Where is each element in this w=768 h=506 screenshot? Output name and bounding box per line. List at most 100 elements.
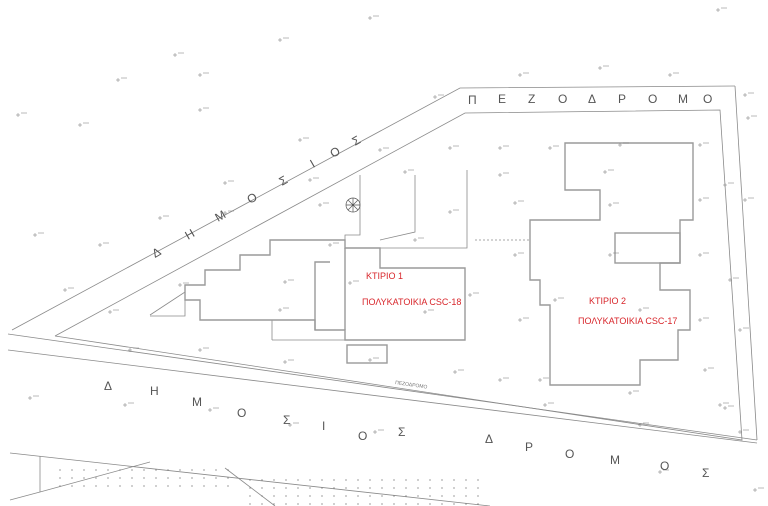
elevation-point-marker [448, 145, 459, 150]
elevation-point-marker [368, 357, 379, 362]
hatch-dot [381, 503, 383, 505]
hatch-dot [249, 503, 251, 505]
hatch-dot [357, 495, 359, 497]
hatch-dot [261, 479, 263, 481]
elevation-point-marker [453, 369, 464, 374]
elevation-point-marker [208, 407, 219, 412]
hatch-dot [429, 479, 431, 481]
elevation-point-marker [33, 232, 44, 237]
hatch-dot [215, 485, 217, 487]
hatch-dot [477, 487, 479, 489]
street-letter: Ο [245, 190, 260, 207]
hatch-dot [405, 495, 407, 497]
hatch-dot [95, 469, 97, 471]
hatch-dot [203, 485, 205, 487]
hatch-dot [381, 479, 383, 481]
elevation-point-marker [638, 422, 649, 427]
road-edge-line [7, 349, 758, 444]
street-letter: Η [150, 384, 159, 398]
elevation-point-marker [178, 282, 189, 287]
elevation-point-marker [198, 72, 209, 77]
elevation-point-marker [518, 72, 529, 77]
hatch-dot [381, 487, 383, 489]
street-letter: Ο [703, 92, 712, 106]
elevation-point-marker [753, 487, 764, 492]
street-letter: Μ [192, 395, 202, 409]
hatch-dot [273, 479, 275, 481]
street-letter: Ο [660, 459, 669, 473]
hatch-dot [59, 485, 61, 487]
elevation-point-marker [698, 317, 709, 322]
street-letter: Ε [498, 92, 506, 106]
hatch-dot [453, 503, 455, 505]
elevation-point-marker [283, 279, 294, 284]
hatch-dot [429, 495, 431, 497]
elevation-point-marker [548, 145, 559, 150]
hatch-dot [215, 469, 217, 471]
street-letter: Μ [213, 207, 229, 224]
sidewalk-label: ΠΕΖΟΔΡΟΜΟ [395, 380, 428, 390]
hatch-dot [179, 469, 181, 471]
hatch-dot [107, 477, 109, 479]
elevation-point-marker [423, 309, 434, 314]
hatch-dot [83, 485, 85, 487]
street-letter: Σ [398, 425, 405, 439]
hatch-dot [333, 503, 335, 505]
hatch-dot [131, 469, 133, 471]
hatch-dot [477, 479, 479, 481]
hatch-dot [203, 469, 205, 471]
elevation-point-marker [638, 307, 649, 312]
hatch-dot [143, 469, 145, 471]
elevation-point-marker [698, 142, 709, 147]
hatch-dot [167, 477, 169, 479]
elevation-point-marker [518, 317, 529, 322]
hatch-dot [465, 487, 467, 489]
elevation-point-marker [318, 202, 329, 207]
street-letter: Μ [678, 92, 688, 106]
outer-boundary-line [11, 85, 736, 331]
elevation-point-marker [298, 137, 309, 142]
elevation-point-marker [328, 242, 339, 247]
hatch-dot [203, 477, 205, 479]
hatch-dot [453, 479, 455, 481]
hatch-dot [453, 487, 455, 489]
hatch-dot [297, 495, 299, 497]
elevation-point-marker [498, 377, 509, 382]
hatch-dot [345, 495, 347, 497]
hatch-dot [59, 477, 61, 479]
hatch-dot [465, 503, 467, 505]
hatch-dot [369, 487, 371, 489]
hatch-dot [333, 479, 335, 481]
hatch-dot [477, 503, 479, 505]
hatch-dot [191, 485, 193, 487]
hatch-dot [321, 487, 323, 489]
elevation-point-marker [78, 122, 89, 127]
hatch-dot [261, 495, 263, 497]
elevation-point-marker [743, 92, 754, 97]
elevation-point-marker [658, 469, 669, 474]
elevation-point-marker [123, 402, 134, 407]
hatch-dot [405, 479, 407, 481]
hatch-dot [369, 495, 371, 497]
hatch-dot [321, 479, 323, 481]
elevation-point-marker [173, 52, 184, 57]
hatch-dot [441, 479, 443, 481]
hatch-dot [273, 503, 275, 505]
hatch-dot [167, 469, 169, 471]
street-letter: Ρ [525, 440, 533, 454]
building-1-outline [184, 239, 466, 341]
hatch-dot [357, 503, 359, 505]
hatch-dot [393, 503, 395, 505]
hatch-dot [465, 495, 467, 497]
hatch-dot [417, 487, 419, 489]
elevation-point-marker [698, 197, 709, 202]
elevation-point-marker [538, 377, 549, 382]
hatch-dot [441, 503, 443, 505]
hatch-dot [453, 495, 455, 497]
elevation-point-marker [413, 237, 424, 242]
hatch-dot [429, 503, 431, 505]
elevation-point-marker [746, 115, 757, 120]
elevation-point-marker [618, 142, 629, 147]
elevation-point-marker [738, 327, 749, 332]
hatch-dot [131, 477, 133, 479]
